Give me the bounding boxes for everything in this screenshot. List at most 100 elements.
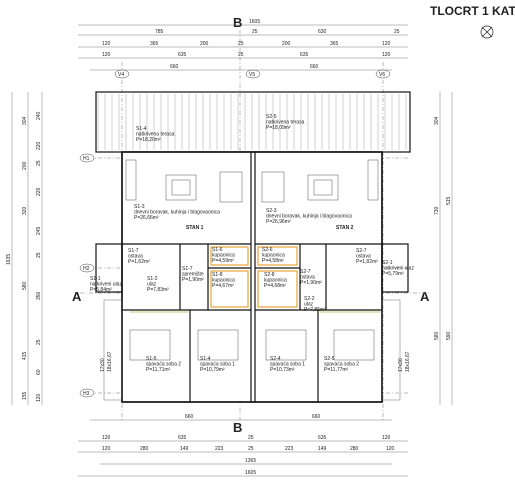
dim-top-r3-6: 120 [382,41,391,47]
dim-bot-r3-1: 280 [140,446,149,452]
dim-top-r4-0: 120 [102,52,111,58]
stairs-left-2: 18x16,67 [107,351,113,372]
dim-right-c1-2: 580 [434,331,440,340]
bathroom-outlines [130,246,380,313]
dim-left-c2-9: 120 [36,393,42,402]
left-dimensions: 1635 304 200 320 580 415 155 240 220 25 … [6,92,43,405]
dim-top-total: 1605 [249,19,260,25]
dim-right-c2-1: 590 [446,331,452,340]
room-id: S2-7 [300,269,311,275]
dim-left-c2-2: 25 [36,160,42,166]
room-id: S2-2 [304,296,315,302]
room-name: ostava [300,275,315,281]
dim-left-c2-8: 60 [36,369,42,375]
room-area: P=11,71m² [146,367,171,373]
stairs-right-2: 18x16,67 [405,351,411,372]
dim-top-r5-1: 660 [310,64,319,70]
apartment-label-2: STAN 2 [336,225,354,231]
room-id: S1-6 [212,247,223,253]
dim-top-r3-5: 365 [330,41,339,47]
dim-top-r3-2: 200 [200,41,209,47]
room-id: S2-7 [356,248,367,254]
room-id: S1-4 [200,356,211,362]
drawing-title: TLOCRT 1 KATA [430,4,515,18]
section-b-top: B [233,15,242,30]
room-area: P=26,96m² [266,219,291,225]
room-area: P=26,66m² [134,215,159,221]
dim-bot-r4-0: 1365 [245,458,256,464]
axis-h2: H2 [83,266,90,272]
dim-left-c1-1: 200 [22,161,28,170]
room-name: natkriveni ulaz [90,282,122,288]
right-dimensions: 304 730 580 515 590 [434,92,453,405]
dim-bot-r2-3: 635 [318,435,327,441]
room-name: spavaća soba 1 [270,362,305,368]
room-id: S1-2 [147,276,158,282]
dim-top-r4-4: 120 [382,52,391,58]
room-area: P=1,90m² [182,277,204,283]
dim-top-r4-3: 635 [300,52,309,58]
dim-left-c2-7: 25 [36,339,42,345]
dim-right-c1-0: 304 [434,116,440,125]
room-id: S2-5 [324,356,335,362]
room-id: S2-6 [262,247,273,253]
dim-right-c2-0: 515 [446,196,452,205]
room-area: P=4,58m² [262,258,284,264]
dim-bot-r1-0: 660 [185,414,194,420]
building-walls [95,91,411,403]
dim-top-r4-2: 25 [238,52,244,58]
dim-left-c2-1: 220 [36,141,42,150]
room-id: S2-3 [266,208,277,214]
dim-left-c1-4: 415 [22,351,28,360]
dim-right-c1-1: 730 [434,206,440,215]
room-name: ulaz [304,302,314,308]
dim-bot-r3-5: 223 [285,446,294,452]
room-id: S1-1 [90,276,101,282]
room-name: dnevni boravak, kuhinja i blagovaonica [134,210,220,216]
room-name: kupaonica [212,278,235,284]
dim-top-r2-3: 25 [394,29,400,35]
axis-v5: V5 [249,72,255,78]
room-id: S1-8 [212,272,223,278]
dim-bot-r3-2: 149 [180,446,189,452]
dim-top-r2-2: 630 [318,29,327,35]
dim-left-c1-0: 304 [22,116,28,125]
room-id: S1-4 [136,126,147,132]
stairs-right-1: 17x30 [398,358,404,372]
terrace-hatch [97,94,407,150]
room-name: natkrivena terasa [266,120,305,126]
stairs-left-1: 17x30 [100,358,106,372]
section-a-right: A [420,289,430,304]
dim-bot-r2-4: 120 [382,435,391,441]
dim-left-c1-3: 580 [22,281,28,290]
dim-top-r3-1: 365 [150,41,159,47]
dim-left-c2-3: 226 [36,187,42,196]
apartment-label-1: STAN 1 [186,225,204,231]
room-area: P=1,90m² [300,280,322,286]
dim-left-outer: 1635 [6,254,12,265]
room-name: natkriveni ulaz [382,266,414,272]
dim-top-r4-1: 635 [178,52,187,58]
dim-top-r3-0: 120 [102,41,111,47]
dim-bot-r2-2: 25 [248,435,254,441]
room-area: P=7,83m² [147,287,169,293]
section-b-bottom: B [233,420,242,435]
room-name: kupaonica [212,253,235,259]
dim-left-c2-5: 25 [36,252,42,258]
room-id: S1-3 [134,204,145,210]
room-name: kupaonica [264,278,287,284]
dim-bot-r3-0: 120 [102,446,111,452]
room-id: S2-5 [266,114,277,120]
dim-bot-r1-1: 660 [312,414,321,420]
room-name: natkrivena terasa [136,132,175,138]
room-area: P=11,77m² [324,367,349,373]
dim-bot-r3-4: 25 [248,446,254,452]
dim-top-r2-0: 785 [155,29,164,35]
room-area: P=5,79m² [382,271,404,277]
dim-left-c1-5: 155 [22,391,28,400]
room-area: P=1,62m² [128,259,150,265]
room-id: S2-4 [270,356,281,362]
section-a-left: A [72,289,82,304]
dim-bot-r5-0: 1605 [245,470,256,476]
room-id: S1-7 [128,248,139,254]
